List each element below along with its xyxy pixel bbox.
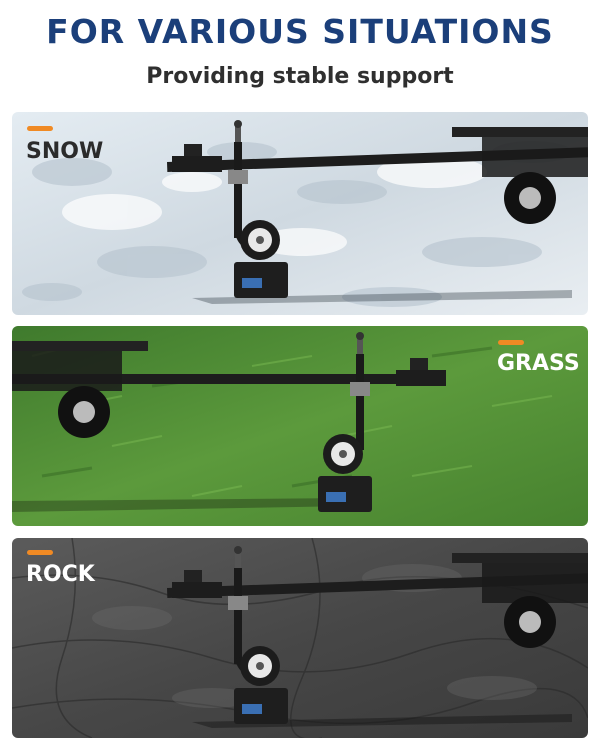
rock-scene-image [12,538,588,738]
page-subtitle: Providing stable support [146,64,454,89]
panel-label: SNOW [26,139,104,164]
snow-scene-image [12,112,588,315]
page-title: FOR VARIOUS SITUATIONS [46,12,554,51]
grass-scene-image [12,326,588,526]
panel-accent-bar [27,126,53,131]
panel-rock: ROCK [12,538,588,738]
panel-snow: SNOW [12,112,588,315]
panel-accent-bar [498,340,524,345]
panel-accent-bar [27,550,53,555]
panel-grass: GRASS [12,326,588,526]
panel-label: ROCK [26,562,95,587]
panel-label: GRASS [497,351,580,376]
